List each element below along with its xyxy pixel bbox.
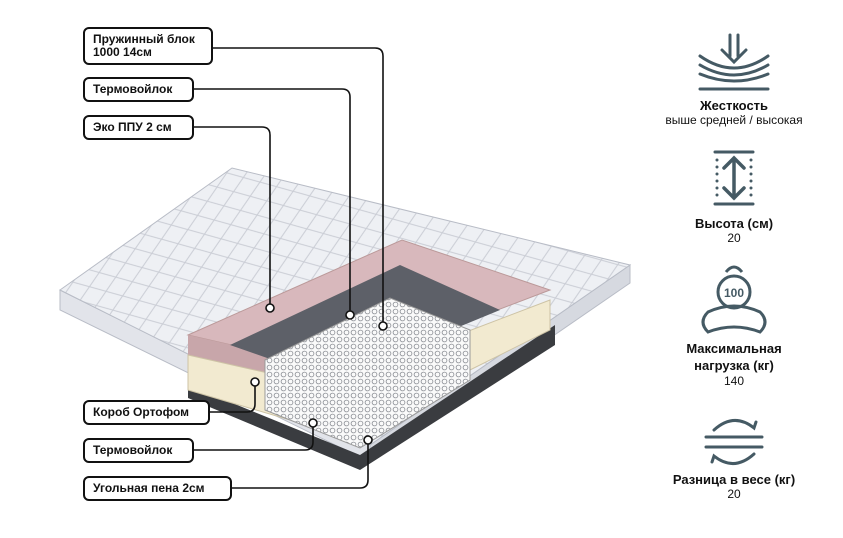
feature-max-load: Максимальная нагрузка (кг) 140 [664, 340, 804, 389]
feature-title: Разница в весе (кг) [672, 472, 796, 487]
layer-label-charcoal-foam: Угольная пена 2см [83, 476, 232, 501]
feature-title: Максимальная нагрузка (кг) [686, 341, 782, 373]
weight-difference-icon [704, 419, 764, 465]
feature-value: 140 [723, 374, 745, 388]
layer-label-ortofom-box: Короб Ортофом [83, 400, 210, 425]
feature-value: 20 [727, 231, 741, 245]
feature-value: 20 [727, 487, 741, 501]
weight-icon [701, 265, 767, 334]
feature-title: Высота (см) [694, 216, 774, 231]
spring-block [264, 297, 471, 449]
weight-icon-badge: 100 [724, 286, 744, 300]
feature-height: Высота (см) 20 [634, 216, 834, 246]
feature-firmness: Жесткость выше средней / высокая [634, 98, 834, 128]
layer-label-thermofelt-bottom: Термовойлок [83, 438, 194, 463]
layer-label-eco-foam: Эко ППУ 2 см [83, 115, 194, 140]
marker-dot [250, 377, 260, 387]
height-icon [713, 150, 755, 206]
marker-dot [363, 435, 373, 445]
feature-weight-difference: Разница в весе (кг) 20 [634, 472, 834, 502]
marker-dot [265, 303, 275, 313]
layer-label-thermofelt-top: Термовойлок [83, 77, 194, 102]
marker-dot [378, 321, 388, 331]
marker-dot [308, 418, 318, 428]
layer-label-spring-block: Пружинный блок 1000 14см [83, 27, 213, 65]
cutout-base-charcoal [188, 325, 555, 470]
firmness-icon [698, 33, 770, 91]
feature-value: выше средней / высокая [665, 113, 803, 127]
feature-title: Жесткость [699, 98, 769, 113]
marker-dot [345, 310, 355, 320]
